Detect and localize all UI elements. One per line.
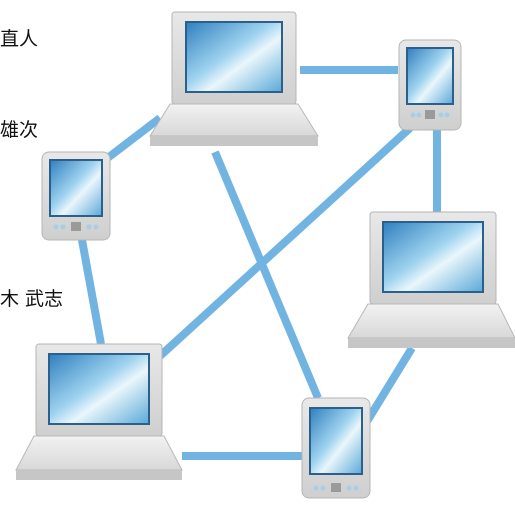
link-pda-left-laptop-bottom-left <box>78 239 105 345</box>
pda-bottom <box>301 397 371 499</box>
name-label-1: 直人 <box>0 28 39 50</box>
laptop-right <box>347 211 515 348</box>
laptop-top-center <box>149 11 319 146</box>
link-pda-top-right-laptop-bottom-left <box>157 125 413 359</box>
link-laptop-right-pda-bottom <box>362 345 416 426</box>
name-label-3: 木 武志 <box>0 288 64 310</box>
name-label-2: 雄次 <box>0 119 39 141</box>
link-laptop-top-pda-bottom <box>211 150 322 400</box>
pda-top-right <box>398 39 462 131</box>
link-laptop-top-pda-left <box>102 114 163 164</box>
laptop-bottom-left <box>15 343 183 480</box>
network-links <box>78 66 441 460</box>
pda-left <box>41 151 111 241</box>
